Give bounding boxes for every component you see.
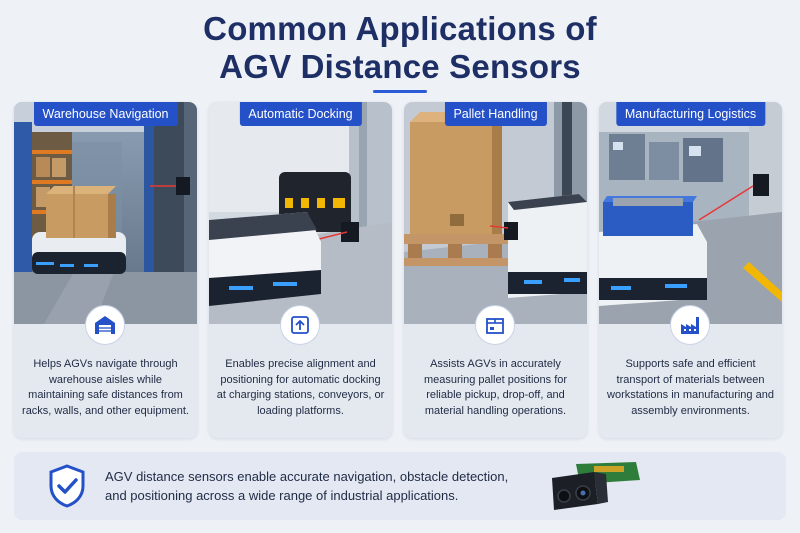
card-pallet-handling: Pallet Handling Assists AGVs in accurate… [404,102,587,438]
card-automatic-docking: Automatic Docking Enables precise alignm… [209,102,392,438]
summary-banner: AGV distance sensors enable accurate nav… [14,452,786,520]
warehouse-photo [14,102,197,324]
summary-text: AGV distance sensors enable accurate nav… [105,469,509,503]
docking-icon [280,305,320,345]
card-title-pallet-handling: Pallet Handling [444,102,547,126]
card-manufacturing-logistics: Manufacturing Logistics Supports safe an… [599,102,782,438]
pallet-photo [404,102,587,324]
title-line-1: Common Applications of [203,10,597,47]
docking-photo [209,102,392,324]
card-description-pallet-handling: Assists AGVs in accurately measuring pal… [423,358,568,417]
card-description-manufacturing-logistics: Supports safe and efficient transport of… [607,358,774,417]
manufacturing-photo [599,102,782,324]
title-line-2: AGV Distance Sensors [219,48,581,85]
laser-sensor-module [534,452,644,525]
card-title-manufacturing-logistics: Manufacturing Logistics [615,102,766,126]
card-title-automatic-docking: Automatic Docking [239,102,362,126]
card-description-automatic-docking: Enables precise alignment and positionin… [216,358,385,417]
shield-check-icon [48,464,86,513]
card-warehouse-navigation: Warehouse Navigation Helps AGVs navigate… [14,102,197,438]
card-title-warehouse-navigation: Warehouse Navigation [33,102,178,126]
page-title: Common Applications of AGV Distance Sens… [0,10,800,86]
card-description-warehouse-navigation: Helps AGVs navigate through warehouse ai… [22,358,189,417]
factory-icon [670,305,710,345]
package-icon [475,305,515,345]
warehouse-icon [85,305,125,345]
title-underline [373,90,427,93]
